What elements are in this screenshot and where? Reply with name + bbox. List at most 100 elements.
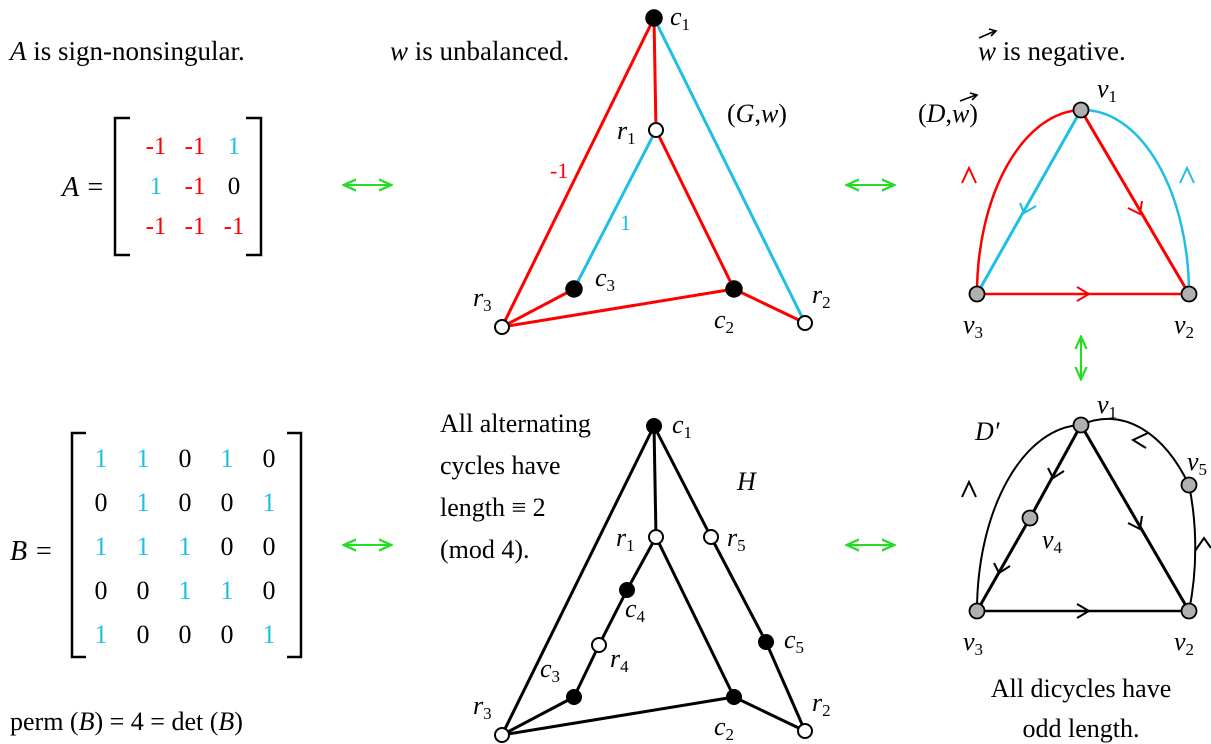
edge-h-c1-r5 <box>652 425 713 538</box>
node-dp-v3 <box>968 602 986 620</box>
arrowhead-v3-v2 <box>1076 286 1091 302</box>
node-r1 <box>648 122 664 138</box>
edge-c2-r2 <box>733 287 806 325</box>
matrix-b-cell: 1 <box>95 444 108 473</box>
node-c2 <box>725 280 743 298</box>
arrowhead-dp-v1-v4 <box>1047 467 1065 480</box>
label-h-c1: c1 <box>672 410 692 442</box>
label-h-c4: c4 <box>625 594 646 626</box>
edge-r1-c3 <box>572 129 658 290</box>
edge-h-c3-r3 <box>501 695 575 737</box>
node-h-r5 <box>703 529 719 545</box>
label-h-r4: r4 <box>610 644 629 676</box>
node-v1 <box>1072 101 1090 119</box>
matrix-b-cell: 0 <box>221 620 234 649</box>
matrix-b-cell: 0 <box>95 488 108 517</box>
edge-weight-pos: 1 <box>620 210 631 235</box>
label-h-c2: c2 <box>714 712 734 744</box>
arc-dp-v4-v3 <box>975 517 1032 612</box>
matrix-b-left-bracket <box>70 431 86 659</box>
perm-equation: perm (B) = 4 = det (B) <box>10 707 243 736</box>
node-c1 <box>645 9 663 27</box>
matrix-a-right-bracket <box>246 116 263 257</box>
arc-dp-v1-v4 <box>1028 424 1083 519</box>
label-h-r3: r3 <box>473 691 492 723</box>
caption-h-line-1: All alternating <box>440 409 591 438</box>
arrowhead-dp-v3-v2 <box>1076 603 1091 619</box>
caption-h-line-2: cycles have <box>440 451 561 480</box>
arrowhead-dp-right <box>1194 536 1211 552</box>
node-h-c3 <box>566 689 582 705</box>
caption-g: w is unbalanced. <box>390 36 569 66</box>
matrix-a-cell: -1 <box>146 133 167 160</box>
node-h-r3 <box>494 727 510 743</box>
edge-h-r1-c2 <box>654 536 736 698</box>
matrix-b-cell: 1 <box>263 620 276 649</box>
node-h-r4 <box>591 637 607 653</box>
edge-h-c4-r4 <box>597 589 629 646</box>
node-c3 <box>565 280 583 298</box>
matrix-a-cell: 1 <box>228 133 241 160</box>
label-c3: c3 <box>595 263 615 295</box>
label-h-c3: c3 <box>540 654 560 686</box>
label-dp-v4: v4 <box>1042 525 1063 557</box>
arc-dp-left <box>976 424 1082 612</box>
node-r2 <box>797 315 813 331</box>
edge-h-c5-r2 <box>764 641 807 732</box>
arc-v3-v1 <box>975 108 1082 295</box>
arrowhead-right-arc <box>1179 165 1195 184</box>
node-dp-v2 <box>1180 602 1198 620</box>
node-v2 <box>1180 285 1198 303</box>
arc-dp-right-top <box>1080 417 1190 486</box>
label-h-r1: r1 <box>616 523 635 555</box>
matrix-b-cell: 1 <box>179 532 192 561</box>
node-h-c1 <box>646 418 662 434</box>
arc-dp-right-bottom <box>1188 484 1197 612</box>
matrix-b-cell: 1 <box>95 620 108 649</box>
matrix-a-cell: -1 <box>146 213 167 240</box>
label-dp-v3: v3 <box>963 627 983 659</box>
matrix-b-cell: 1 <box>179 576 192 605</box>
label-dp-v5: v5 <box>1187 447 1207 479</box>
matrix-b-cell: 1 <box>95 532 108 561</box>
graph-label-g: (G,w) <box>727 99 787 128</box>
graph-label-h: H <box>736 467 757 496</box>
edge-h-r5-c5 <box>709 536 768 643</box>
node-dp-v1 <box>1072 416 1090 434</box>
arrowhead-dp-v1-v2 <box>1127 515 1143 531</box>
label-c1: c1 <box>670 2 690 34</box>
matrix-b-cell: 1 <box>137 444 150 473</box>
matrix-b-cell: 1 <box>263 488 276 517</box>
matrix-b-label: B = <box>10 536 53 567</box>
panel-graph-g: w is unbalanced. c1 r1 c3 c2 r3 r2 -1 1 … <box>390 2 831 337</box>
matrix-b-cell: 0 <box>221 532 234 561</box>
node-h-r1 <box>648 529 664 545</box>
node-dp-v4 <box>1021 509 1039 527</box>
label-r1: r1 <box>617 116 636 148</box>
matrix-a-left-bracket <box>113 116 130 257</box>
matrix-b-cell: 0 <box>263 532 276 561</box>
matrix-b-cell: 0 <box>263 576 276 605</box>
label-h-r5: r5 <box>727 523 746 555</box>
caption-h-line-3: length ≡ 2 <box>440 493 546 522</box>
node-h-r2 <box>797 723 813 739</box>
panel-graph-h: All alternating cycles have length ≡ 2 (… <box>440 409 831 744</box>
matrix-a-cell: -1 <box>185 173 206 200</box>
label-h-c5: c5 <box>784 625 804 657</box>
edge-h-c1-r1 <box>652 425 658 538</box>
edge-r3-c2 <box>501 287 735 329</box>
edge-h-c2-r2 <box>733 695 806 733</box>
node-h-c2 <box>726 689 742 705</box>
arrowhead-dp-v4-v3 <box>993 562 1011 575</box>
caption-dp-line-2: odd length. <box>1023 714 1140 743</box>
label-dp-v1: v1 <box>1097 390 1117 422</box>
arc-v2-v1 <box>1080 108 1191 295</box>
edge-h-r1-c4 <box>625 536 658 591</box>
label-r3: r3 <box>473 283 492 315</box>
edge-c1-r2 <box>652 17 807 324</box>
matrix-b-cell: 1 <box>137 532 150 561</box>
matrix-b-cell: 0 <box>221 488 234 517</box>
arrowhead-v1-v2 <box>1127 200 1143 216</box>
